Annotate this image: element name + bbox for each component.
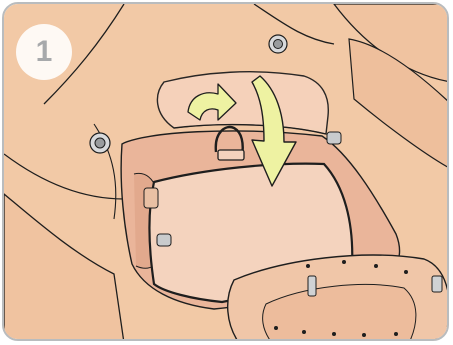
step-number-badge: 1 bbox=[16, 24, 72, 80]
illustration-frame: 1 bbox=[2, 2, 449, 341]
screw-top bbox=[269, 35, 287, 53]
screw-left bbox=[90, 133, 110, 153]
